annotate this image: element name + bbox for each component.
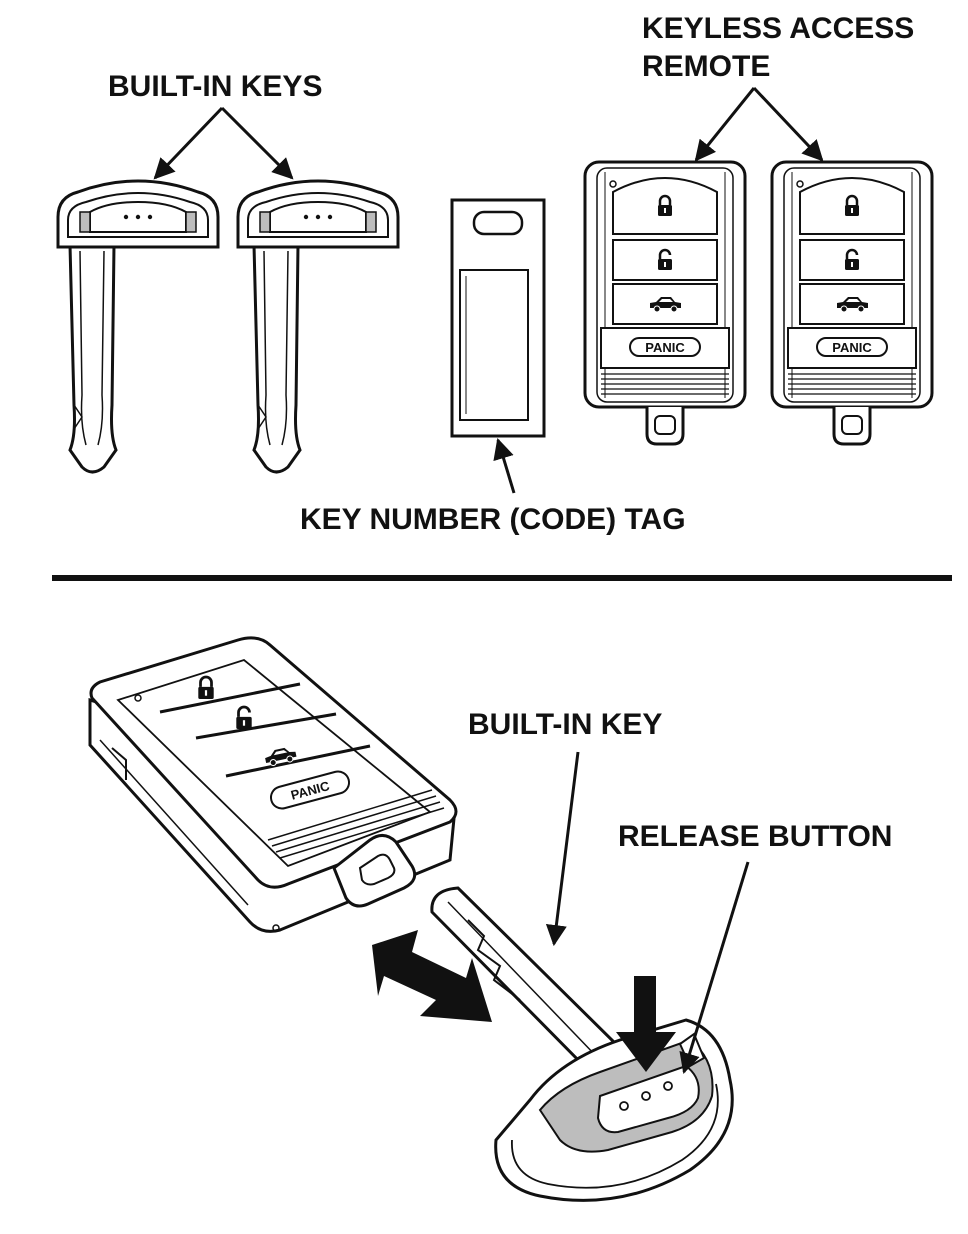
built-in-key-right xyxy=(236,179,400,474)
built-in-keys-arrows xyxy=(153,106,294,180)
panic-button[interactable] xyxy=(629,337,701,357)
key-number-tag xyxy=(450,198,546,438)
label-key-number-tag: KEY NUMBER (CODE) TAG xyxy=(300,503,686,536)
press-arrow xyxy=(616,976,676,1072)
panic-label: PANIC xyxy=(832,340,872,355)
label-keyless-access-line2: REMOTE xyxy=(642,50,770,83)
label-built-in-key: BUILT-IN KEY xyxy=(468,708,662,741)
label-built-in-keys: BUILT-IN KEYS xyxy=(108,70,322,103)
built-in-key-leader xyxy=(545,751,580,947)
keyless-remote-right: PANIC xyxy=(770,160,934,446)
keyless-remote-left: PANIC xyxy=(583,160,747,446)
keyless-remote-perspective: PANIC xyxy=(88,636,458,933)
label-release-button: RELEASE BUTTON xyxy=(618,820,892,853)
key-tag-arrow xyxy=(493,437,516,494)
built-in-key-left xyxy=(56,179,220,474)
release-button-leader xyxy=(679,861,750,1075)
panic-button[interactable] xyxy=(269,769,352,811)
panic-label: PANIC xyxy=(645,340,685,355)
panic-button[interactable] xyxy=(816,337,888,357)
label-keyless-access-line1: KEYLESS ACCESS xyxy=(642,12,914,45)
insert-direction-arrow xyxy=(372,930,492,1022)
built-in-key-extracted xyxy=(430,886,734,1202)
keyless-remote-arrows xyxy=(694,86,824,162)
